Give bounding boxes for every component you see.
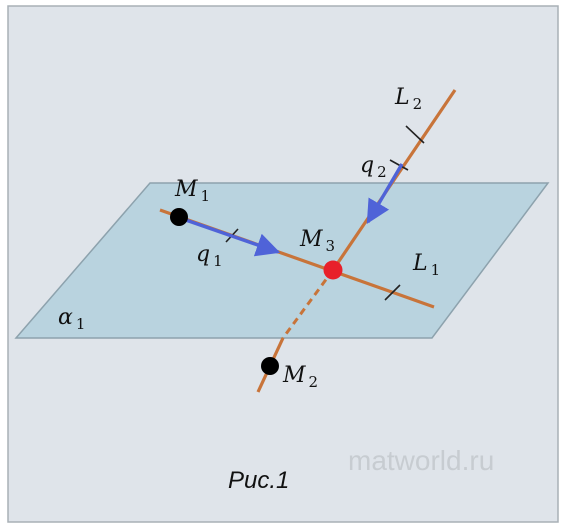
- point-m3: [323, 260, 343, 280]
- point-m2: [261, 357, 279, 375]
- tick-q2: [389, 159, 409, 171]
- vector-q2-arrow: [366, 163, 404, 225]
- tick-l1: [384, 284, 401, 301]
- watermark: matworld.ru: [348, 445, 494, 476]
- tick-l2: [405, 125, 425, 144]
- vector-q1-arrow: [179, 216, 281, 257]
- line-l2-hidden: [281, 269, 335, 339]
- figure-caption: Рис.1: [228, 467, 289, 494]
- point-m1: [170, 208, 188, 226]
